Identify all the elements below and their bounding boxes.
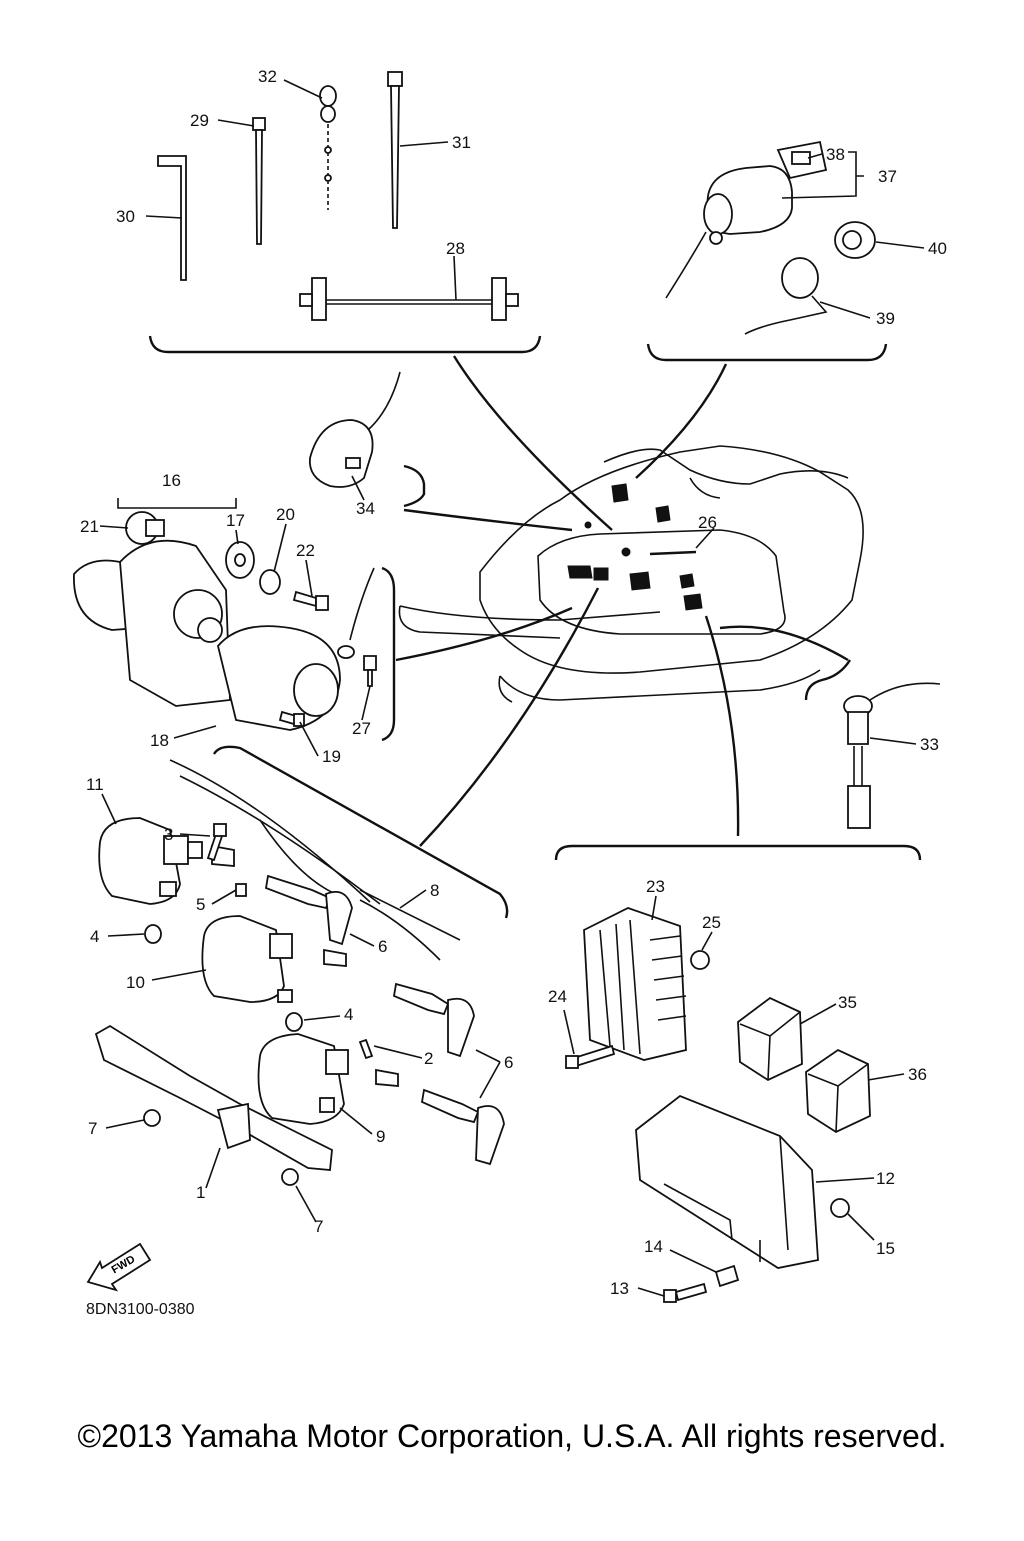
callout-6b: 6 bbox=[504, 1053, 513, 1072]
callout-1: 1 bbox=[196, 1183, 205, 1202]
starter-assembly bbox=[73, 498, 396, 742]
callout-15: 15 bbox=[876, 1239, 895, 1258]
callout-32: 32 bbox=[258, 67, 277, 86]
callout-23: 23 bbox=[646, 877, 665, 896]
callout-26-text: 26 bbox=[698, 513, 717, 532]
connector-lines bbox=[395, 355, 849, 847]
callout-30: 30 bbox=[116, 207, 135, 226]
callout-4a: 4 bbox=[90, 927, 99, 946]
callout-27-text: 27 bbox=[352, 719, 371, 738]
callout-31: 31 bbox=[452, 133, 471, 152]
callout-13-text: 13 bbox=[610, 1279, 629, 1298]
callout-29: 29 bbox=[190, 111, 209, 130]
callout-20: 20 bbox=[276, 505, 295, 524]
callout-9: 9 bbox=[376, 1127, 385, 1146]
snowmobile-outline bbox=[398, 445, 864, 703]
callout-8: 8 bbox=[430, 881, 439, 900]
switch-group bbox=[646, 140, 888, 362]
callout-3: 3 bbox=[164, 825, 173, 844]
callout-11: 11 bbox=[86, 775, 104, 794]
callout-2: 2 bbox=[424, 1049, 433, 1068]
copyright-notice: ©2013 Yamaha Motor Corporation, U.S.A. A… bbox=[77, 1418, 947, 1454]
callout-12: 12 bbox=[876, 1169, 895, 1188]
callout-33: 33 bbox=[920, 735, 939, 754]
callout-17: 17 bbox=[226, 511, 245, 530]
callout-5: 5 bbox=[196, 895, 205, 914]
callout-14: 14 bbox=[644, 1237, 663, 1256]
fwd-arrow-icon: FWD bbox=[86, 1242, 152, 1292]
cable-ties-group bbox=[148, 71, 542, 354]
ecu-group bbox=[554, 844, 922, 1303]
callout-21: 21 bbox=[80, 517, 99, 536]
callout-28: 28 bbox=[446, 239, 465, 258]
callout-25-text: 25 bbox=[702, 913, 721, 932]
callout-4b: 4 bbox=[344, 1005, 353, 1024]
callout-10: 10 bbox=[126, 973, 145, 992]
callout-19: 19 bbox=[322, 747, 341, 766]
callout-37: 37 bbox=[878, 167, 897, 186]
callout-leaders bbox=[99, 79, 925, 1297]
callout-36: 36 bbox=[908, 1065, 927, 1084]
ignition-coils bbox=[94, 745, 509, 1186]
diagram-code: 8DN3100-0380 bbox=[86, 1301, 195, 1318]
callout-39: 39 bbox=[876, 309, 895, 328]
callout-labels: 32 29 30 31 28 38 37 40 39 34 16 21 17 2… bbox=[80, 67, 947, 1318]
callout-7a: 7 bbox=[88, 1119, 97, 1138]
callout-18: 18 bbox=[150, 731, 169, 750]
sensor-part bbox=[804, 659, 941, 829]
condenser-part bbox=[308, 371, 426, 508]
callout-35: 35 bbox=[838, 993, 857, 1012]
callout-24-text: 24 bbox=[548, 987, 567, 1006]
callout-6a: 6 bbox=[378, 937, 387, 956]
callout-40: 40 bbox=[928, 239, 947, 258]
callout-16: 16 bbox=[162, 471, 181, 490]
callout-34: 34 bbox=[356, 499, 375, 518]
callout-38: 38 bbox=[826, 145, 845, 164]
callout-7b: 7 bbox=[314, 1217, 323, 1236]
callout-22: 22 bbox=[296, 541, 315, 560]
